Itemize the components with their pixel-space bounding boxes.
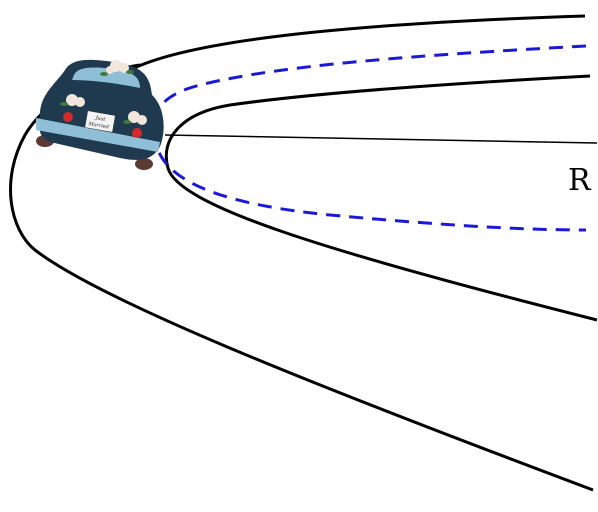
plate-line-1: Just [94, 115, 107, 123]
left-tail-light [63, 112, 73, 122]
license-plate: Just Married [84, 110, 116, 133]
radius-line [164, 134, 598, 144]
right-flowers [123, 111, 147, 125]
right-tail-light [132, 128, 142, 138]
plate-line-2: Married [87, 121, 109, 131]
wedding-car: Just Married [36, 59, 164, 170]
left-flowers [60, 94, 85, 107]
bumper [36, 118, 160, 152]
radius-label: R [568, 163, 592, 198]
right-wheel [135, 158, 153, 170]
lane-guide-dashed [152, 44, 587, 232]
roof-flowers [100, 60, 134, 76]
inner-road-edge [164, 74, 598, 322]
outer-road-edge-top [129, 14, 586, 72]
